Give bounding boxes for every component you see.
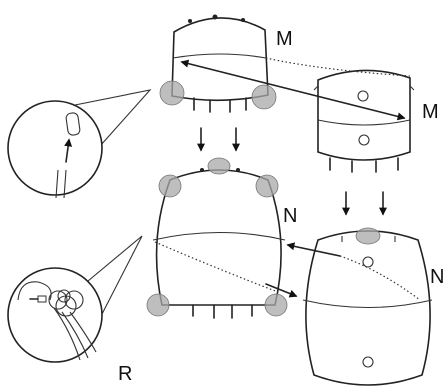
- shell-n-left: [147, 158, 287, 318]
- shell-m-right: [314, 70, 414, 172]
- label-r: R: [118, 363, 132, 385]
- detail-callout-knot: [8, 236, 142, 362]
- label-m-top: M: [276, 28, 293, 50]
- label-m-right: M: [422, 101, 439, 123]
- label-n-left: N: [283, 205, 297, 227]
- detail-callout-pin: [8, 90, 150, 198]
- shell-m-top: [160, 15, 276, 113]
- label-n-right: N: [430, 266, 443, 288]
